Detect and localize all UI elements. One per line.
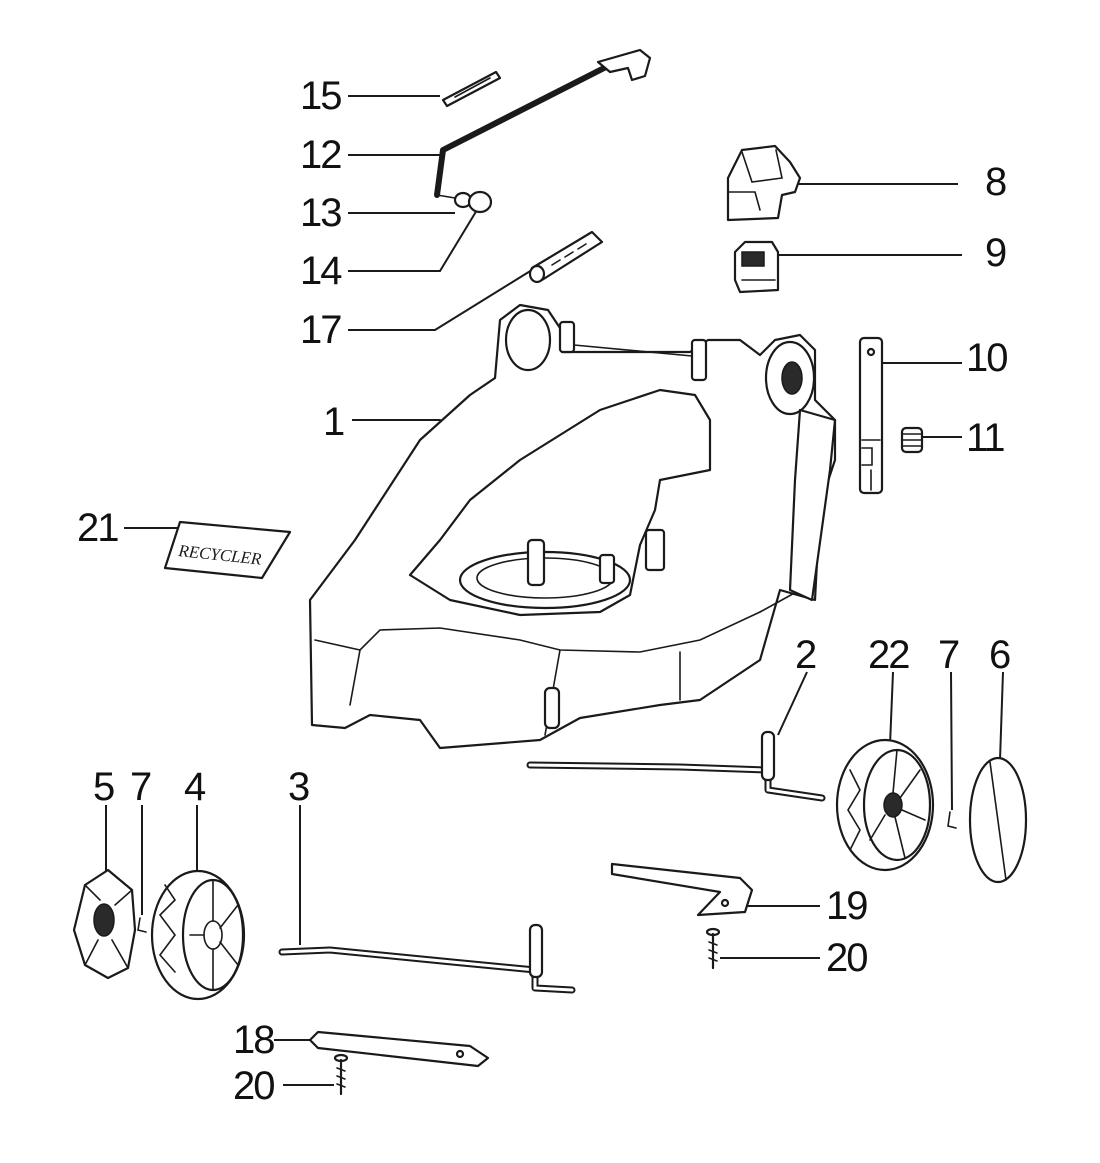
part-deck-housing [308, 303, 837, 750]
callout-6: 6 [989, 633, 1011, 677]
leader-6 [999, 671, 1004, 761]
callout-22: 22 [868, 633, 910, 677]
part-front-axle [278, 923, 576, 994]
leader-lines [105, 95, 1004, 1086]
callout-18: 18 [233, 1018, 275, 1062]
callout-14: 14 [300, 249, 342, 293]
part-handle-clip [726, 144, 802, 222]
part-lever-rod [434, 48, 652, 199]
callout-17: 17 [300, 308, 342, 352]
leader-2 [777, 671, 808, 736]
part-front-wheel [150, 869, 246, 1001]
callout-1: 1 [323, 400, 345, 444]
part-rear-wheel [835, 738, 935, 872]
part-retaining-clip-left [137, 917, 147, 933]
part-clip [441, 70, 502, 108]
callout-9: 9 [985, 231, 1007, 275]
part-decal: RECYCLER [163, 520, 292, 580]
part-bracket [610, 862, 754, 917]
part-cap [467, 190, 493, 214]
callout-15: 15 [300, 74, 342, 118]
leader-14 [348, 204, 481, 272]
part-spring-tube [528, 230, 604, 284]
leader-17 [348, 264, 541, 331]
part-blade [308, 1030, 490, 1068]
part-wheel-cover [72, 868, 137, 980]
leader-22 [889, 671, 894, 746]
callout-12: 12 [300, 133, 342, 177]
callout-20-upper: 20 [826, 936, 868, 980]
callout-4: 4 [184, 765, 206, 809]
callout-3: 3 [288, 765, 310, 809]
callout-21: 21 [77, 506, 119, 550]
leader-7a [950, 671, 953, 811]
callout-2: 2 [795, 633, 817, 677]
callout-8: 8 [985, 160, 1007, 204]
part-rear-axle [526, 730, 826, 802]
part-retaining-clip-right [947, 811, 957, 829]
part-screw-upper [705, 927, 721, 970]
callout-19: 19 [826, 884, 868, 928]
part-hub-cap [968, 756, 1028, 884]
callout-20-lower: 20 [233, 1064, 275, 1108]
callout-7-left: 7 [130, 765, 152, 809]
callout-5: 5 [93, 765, 115, 809]
callout-10: 10 [966, 336, 1008, 380]
callout-13: 13 [300, 191, 342, 235]
callout-7-right: 7 [938, 633, 960, 677]
callout-11: 11 [966, 416, 1006, 460]
part-adjuster-bar [858, 336, 884, 495]
part-small-spring [900, 426, 924, 454]
part-switch-block [733, 240, 780, 294]
part-screw-lower [333, 1053, 349, 1096]
